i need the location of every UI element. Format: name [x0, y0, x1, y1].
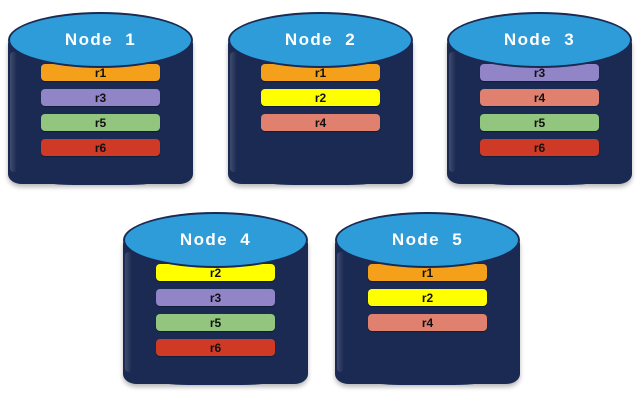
node-label: Node 3 [503, 30, 576, 49]
cylinder-bottom-ellipse [228, 145, 413, 185]
node-label: Node 1 [64, 30, 137, 49]
node-label: Node 4 [179, 230, 252, 249]
cylinder-top-ellipse [447, 12, 632, 68]
database-node[interactable]: Node 4 r2 r3 r5 r6 [123, 212, 308, 392]
record-list: r1 r2 r4 [228, 64, 413, 131]
record-bar[interactable]: r2 [261, 89, 380, 106]
record-bar[interactable]: r1 [261, 64, 380, 81]
record-bar[interactable]: r1 [41, 64, 160, 81]
cylinder-top-ellipse [8, 12, 193, 68]
node-label: Node 5 [391, 230, 464, 249]
record-bar[interactable]: r2 [368, 289, 487, 306]
record-bar[interactable]: r5 [480, 114, 599, 131]
record-bar[interactable]: r2 [156, 264, 275, 281]
record-bar[interactable]: r5 [41, 114, 160, 131]
record-bar[interactable]: r3 [41, 89, 160, 106]
cylinder-bottom-ellipse [335, 345, 520, 385]
record-list: r1 r3 r5 r6 [8, 64, 193, 156]
cylinder-top-ellipse [123, 212, 308, 268]
record-bar[interactable]: r6 [41, 139, 160, 156]
record-bar[interactable]: r4 [368, 314, 487, 331]
record-list: r2 r3 r5 r6 [123, 264, 308, 356]
record-bar[interactable]: r3 [480, 64, 599, 81]
database-node[interactable]: Node 1 r1 r3 r5 r6 [8, 12, 193, 192]
database-node[interactable]: Node 2 r1 r2 r4 [228, 12, 413, 192]
record-list: r3 r4 r5 r6 [447, 64, 632, 156]
record-bar[interactable]: r1 [368, 264, 487, 281]
database-node[interactable]: Node 3 r3 r4 r5 r6 [447, 12, 632, 192]
cylinder-top-ellipse [228, 12, 413, 68]
record-list: r1 r2 r4 [335, 264, 520, 331]
record-bar[interactable]: r6 [480, 139, 599, 156]
record-bar[interactable]: r6 [156, 339, 275, 356]
record-bar[interactable]: r4 [261, 114, 380, 131]
record-bar[interactable]: r3 [156, 289, 275, 306]
cylinder-top-ellipse [335, 212, 520, 268]
record-bar[interactable]: r4 [480, 89, 599, 106]
record-bar[interactable]: r5 [156, 314, 275, 331]
node-label: Node 2 [284, 30, 357, 49]
database-node[interactable]: Node 5 r1 r2 r4 [335, 212, 520, 392]
